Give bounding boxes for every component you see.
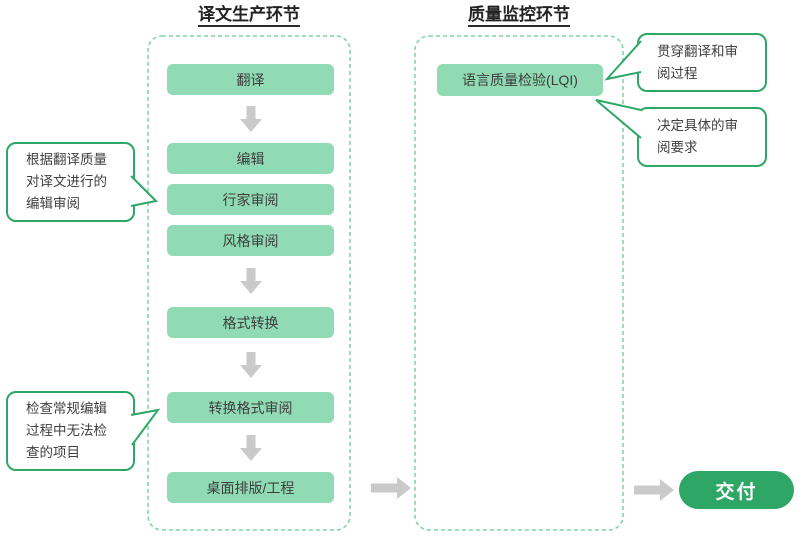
arrow-down-icon bbox=[240, 268, 262, 294]
step-box-dtp-engineering: 桌面排版/工程 bbox=[167, 472, 334, 503]
arrow-right-icon bbox=[371, 477, 411, 499]
step-box-expert-review: 行家审阅 bbox=[167, 184, 334, 215]
arrow-down-icon bbox=[240, 352, 262, 378]
step-box-format-conversion: 格式转换 bbox=[167, 307, 334, 338]
callout-format-check-text: 检查常规编辑过程中无法检查的项目 bbox=[26, 401, 107, 460]
production-section-title: 译文生产环节 bbox=[148, 3, 350, 27]
step-box-translation: 翻译 bbox=[167, 64, 334, 95]
delivery-pill: 交付 bbox=[679, 471, 794, 509]
callout-lqi-requirement: 决定具体的审阅要求 bbox=[637, 107, 767, 167]
callout-tail bbox=[595, 99, 642, 139]
callout-format-check: 检查常规编辑过程中无法检查的项目 bbox=[6, 391, 135, 471]
arrow-down-icon bbox=[240, 435, 262, 461]
callout-edit-review-text: 根据翻译质量对译文进行的编辑审阅 bbox=[26, 152, 107, 211]
step-box-style-review: 风格审阅 bbox=[167, 225, 334, 256]
callout-tail bbox=[130, 408, 161, 446]
callout-tail bbox=[604, 40, 642, 81]
callout-edit-review: 根据翻译质量对译文进行的编辑审阅 bbox=[6, 142, 135, 222]
callout-lqi-scope: 贯穿翻译和审阅过程 bbox=[637, 33, 767, 92]
quality-group-outline bbox=[414, 35, 624, 531]
production-group-outline bbox=[147, 35, 351, 531]
quality-section-title: 质量监控环节 bbox=[415, 3, 623, 27]
step-box-lqi: 语言质量检验(LQI) bbox=[437, 64, 603, 96]
callout-lqi-requirement-text: 决定具体的审阅要求 bbox=[657, 118, 738, 155]
arrow-right-icon bbox=[634, 479, 674, 501]
arrow-down-icon bbox=[240, 106, 262, 132]
step-box-editing: 编辑 bbox=[167, 143, 334, 174]
step-box-converted-format-review: 转换格式审阅 bbox=[167, 392, 334, 423]
callout-lqi-scope-text: 贯穿翻译和审阅过程 bbox=[657, 43, 738, 81]
